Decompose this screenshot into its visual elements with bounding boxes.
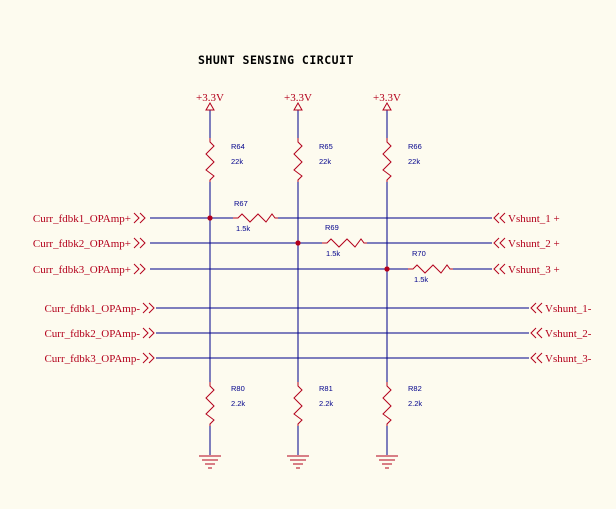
net-fdbk2-plus: R69 1.5k (150, 223, 492, 258)
resistor-ref: R67 (234, 199, 248, 208)
resistor-r82: R82 2.2k (382, 382, 422, 426)
resistor-ref: R70 (412, 249, 426, 258)
junction-dot (295, 240, 301, 246)
power-arrow-icon (205, 101, 215, 111)
port-right-4: Vshunt_1- (530, 302, 592, 315)
power-label: +3.3V (373, 92, 401, 104)
port-chevron-icon (530, 302, 543, 314)
resistor-value: 2.2k (319, 399, 333, 408)
resistor-value: 1.5k (326, 249, 340, 258)
port-label: Vshunt_3 + (508, 264, 560, 276)
resistor-ref: R66 (408, 142, 422, 151)
resistor-zigzag-icon (233, 213, 278, 223)
port-chevron-icon (133, 263, 146, 275)
net-fdbk1-plus: R67 1.5k (150, 199, 492, 233)
resistor-r80: R80 2.2k (205, 382, 245, 426)
port-left-4: Curr_fdbk1_OPAmp- (44, 302, 155, 315)
port-chevron-icon (133, 237, 146, 249)
resistor-zigzag-icon (205, 138, 215, 182)
power-symbol-3: +3.3V (373, 92, 401, 111)
resistor-zigzag-icon (293, 138, 303, 182)
port-label: Curr_fdbk1_OPAmp- (44, 303, 140, 315)
junction-dot (384, 266, 390, 272)
port-label: Curr_fdbk2_OPAmp- (44, 328, 140, 340)
ground-icon (287, 455, 309, 469)
power-symbol-2: +3.3V (284, 92, 312, 111)
resistor-zigzag-icon (293, 382, 303, 426)
resistor-zigzag-icon (322, 238, 367, 248)
port-label: Vshunt_3- (545, 353, 592, 365)
port-right-1: Vshunt_1 + (493, 212, 560, 225)
port-right-6: Vshunt_3- (530, 352, 592, 365)
port-left-6: Curr_fdbk3_OPAmp- (44, 352, 155, 365)
resistor-r64: R64 22k (205, 138, 245, 182)
resistor-value: 22k (408, 157, 420, 166)
port-left-3: Curr_fdbk3_OPAmp+ (33, 263, 146, 276)
resistor-value: 1.5k (414, 275, 428, 284)
port-label: Curr_fdbk1_OPAmp+ (33, 213, 131, 225)
port-chevron-icon (493, 263, 506, 275)
port-chevron-icon (142, 302, 155, 314)
port-label: Curr_fdbk2_OPAmp+ (33, 238, 131, 250)
resistor-ref: R65 (319, 142, 333, 151)
port-right-2: Vshunt_2 + (493, 237, 560, 250)
port-right-5: Vshunt_2- (530, 327, 592, 340)
resistor-value: 2.2k (231, 399, 245, 408)
schematic-title: SHUNT SENSING CIRCUIT (198, 53, 354, 67)
resistor-zigzag-icon (205, 382, 215, 426)
power-label: +3.3V (196, 92, 224, 104)
port-chevron-icon (142, 327, 155, 339)
port-chevron-icon (493, 212, 506, 224)
port-left-5: Curr_fdbk2_OPAmp- (44, 327, 155, 340)
port-label: Curr_fdbk3_OPAmp- (44, 353, 140, 365)
resistor-value: 22k (231, 157, 243, 166)
port-label: Vshunt_2 + (508, 238, 560, 250)
resistor-ref: R64 (231, 142, 245, 151)
port-left-2: Curr_fdbk2_OPAmp+ (33, 237, 146, 250)
ground-icon (376, 455, 398, 469)
resistor-r66: R66 22k (382, 138, 422, 182)
net-fdbk3-plus: R70 1.5k (150, 249, 492, 284)
junction-dot (207, 215, 213, 221)
port-chevron-icon (530, 352, 543, 364)
resistor-value: 1.5k (236, 224, 250, 233)
port-right-3: Vshunt_3 + (493, 263, 560, 276)
port-label: Vshunt_2- (545, 328, 592, 340)
port-chevron-icon (142, 352, 155, 364)
power-symbol-1: +3.3V (196, 92, 224, 111)
port-left-1: Curr_fdbk1_OPAmp+ (33, 212, 146, 225)
port-chevron-icon (133, 212, 146, 224)
port-label: Vshunt_1- (545, 303, 592, 315)
power-arrow-icon (382, 101, 392, 111)
resistor-value: 2.2k (408, 399, 422, 408)
resistor-zigzag-icon (382, 138, 392, 182)
port-chevron-icon (530, 327, 543, 339)
ground-icon (199, 455, 221, 469)
port-chevron-icon (493, 237, 506, 249)
resistor-ref: R80 (231, 384, 245, 393)
resistor-ref: R82 (408, 384, 422, 393)
resistor-ref: R81 (319, 384, 333, 393)
power-label: +3.3V (284, 92, 312, 104)
resistor-r81: R81 2.2k (293, 382, 333, 426)
port-label: Vshunt_1 + (508, 213, 560, 225)
resistor-zigzag-icon (408, 264, 453, 274)
resistor-r65: R65 22k (293, 138, 333, 182)
port-label: Curr_fdbk3_OPAmp+ (33, 264, 131, 276)
power-arrow-icon (293, 101, 303, 111)
resistor-value: 22k (319, 157, 331, 166)
resistor-ref: R69 (325, 223, 339, 232)
resistor-zigzag-icon (382, 382, 392, 426)
